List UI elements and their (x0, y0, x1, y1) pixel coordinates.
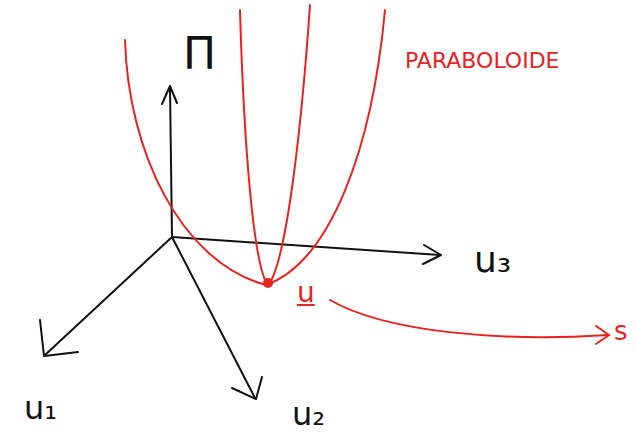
target-label: s (614, 318, 628, 344)
u1-axis (45, 237, 172, 355)
u2-axis (172, 237, 255, 398)
vertical-axis (170, 88, 172, 237)
arrowhead (162, 86, 177, 104)
arrowhead (232, 377, 262, 399)
arrowhead (596, 326, 609, 344)
axis-label: Π (183, 32, 216, 76)
axis-label: u₂ (292, 398, 325, 430)
u3-axis (172, 237, 440, 255)
arrowhead (423, 245, 441, 264)
leader-arrow (330, 300, 608, 337)
point-label: u (297, 279, 315, 307)
paraboloid-inner (240, 5, 310, 285)
surface-label: PARABOLOIDE (405, 50, 560, 72)
arrowhead (40, 320, 78, 356)
axis-label: u₃ (474, 242, 511, 278)
paraboloid-outer (125, 10, 385, 285)
minimum-point (263, 278, 273, 288)
axis-label: u₁ (24, 392, 57, 424)
